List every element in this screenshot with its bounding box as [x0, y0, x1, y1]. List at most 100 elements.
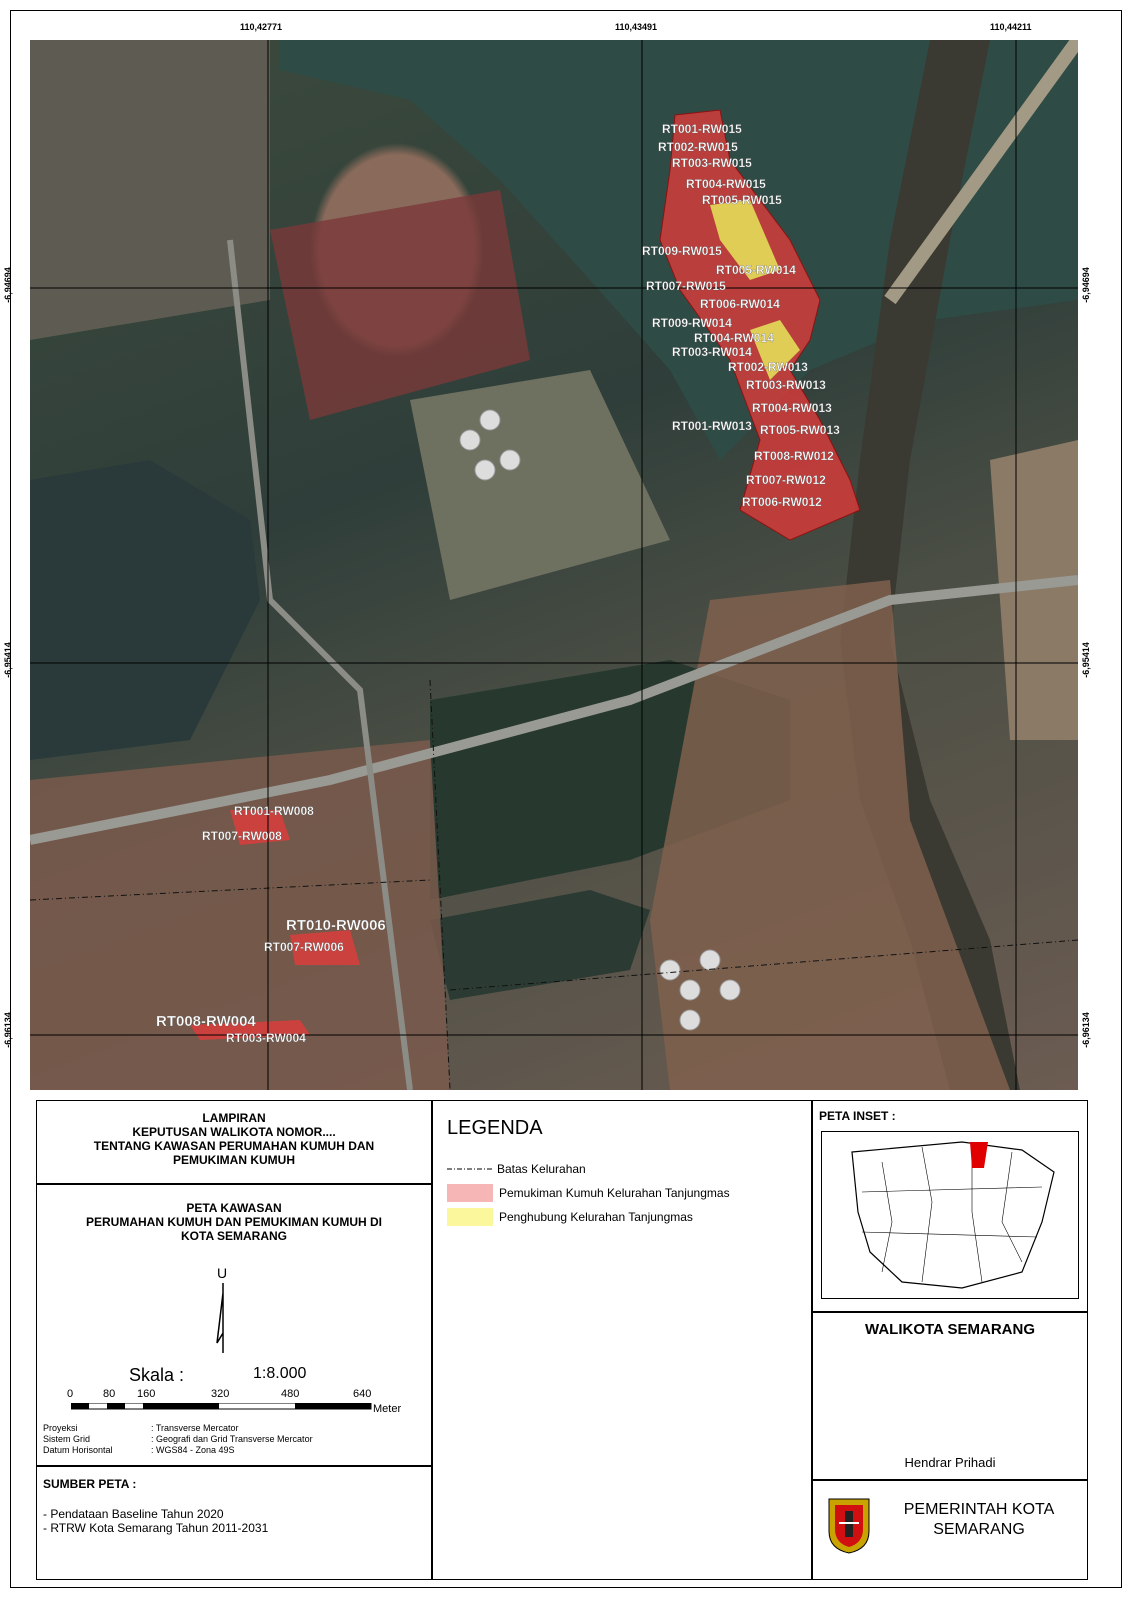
map-title-line: PETA KAWASAN	[186, 1201, 282, 1215]
scale-tick: 480	[281, 1388, 300, 1400]
map-canvas: RT001-RW015 RT002-RW015 RT003-RW015 RT00…	[30, 40, 1078, 1090]
scale-label: Skala :	[129, 1365, 185, 1385]
coord-right-3: -6,96134	[1080, 1012, 1091, 1048]
map-label: RT008-RW012	[754, 449, 834, 463]
scale-ticks: 0 80 160 320 480 640	[67, 1388, 417, 1402]
map-label: RT003-RW014	[672, 345, 752, 359]
legend-title: LEGENDA	[447, 1117, 543, 1139]
map-label: RT001-RW008	[234, 804, 314, 818]
satellite-map[interactable]: RT001-RW015 RT002-RW015 RT003-RW015 RT00…	[30, 40, 1078, 1090]
walikota-box: WALIKOTA SEMARANG Hendrar Prihadi	[812, 1312, 1088, 1480]
map-sheet-frame	[10, 10, 1122, 1588]
main-road	[227, 239, 413, 1090]
title-box: LAMPIRAN KEPUTUSAN WALIKOTA NOMOR.... TE…	[36, 1100, 432, 1184]
scale-tick: 0	[67, 1388, 74, 1400]
coord-right-1: -6,94694	[1080, 267, 1091, 303]
map-title-line: KOTA SEMARANG	[181, 1229, 287, 1243]
scale-tick: 160	[137, 1388, 156, 1400]
inset-map-frame	[821, 1131, 1079, 1299]
urban-far-east	[990, 440, 1078, 740]
slum-area-rw006[interactable]	[290, 930, 360, 965]
government-line: SEMARANG	[933, 1521, 1025, 1538]
coordinate-grid	[30, 40, 1078, 1090]
connector-area-2[interactable]	[750, 320, 800, 380]
projection-key: Datum Horisontal	[43, 1445, 113, 1455]
map-label: RT006-RW012	[742, 495, 822, 509]
title-line: PEMUKIMAN KUMUH	[173, 1153, 295, 1167]
coord-top-3: 110,44211	[990, 22, 1032, 32]
map-label: RT008-RW004	[156, 1013, 256, 1030]
map-label: RT003-RW015	[672, 156, 752, 170]
connector-area-1[interactable]	[710, 200, 780, 280]
legend-item: Penghubung Kelurahan Tanjungmas	[447, 1205, 807, 1229]
boundary-line-icon	[447, 1168, 493, 1170]
map-label: RT007-RW012	[746, 473, 826, 487]
projection-value: : WGS84 - Zona 49S	[151, 1445, 235, 1455]
north-arrow-label: U	[217, 1265, 228, 1281]
north-arrow-icon	[216, 1283, 224, 1353]
scale-value: 1:8.000	[253, 1365, 307, 1382]
map-label: RT004-RW013	[752, 401, 832, 415]
coord-left-2: -6,95414	[2, 642, 13, 678]
scale-tick: 640	[353, 1388, 372, 1400]
walikota-title: WALIKOTA SEMARANG	[865, 1321, 1035, 1338]
legend-item: Pemukiman Kumuh Kelurahan Tanjungmas	[447, 1181, 807, 1205]
scale-tick: 80	[103, 1388, 116, 1400]
industrial-plant	[410, 370, 670, 600]
slum-area-rw008[interactable]	[230, 810, 290, 845]
legend-box: LEGENDA Batas Kelurahan Pemukiman Kumuh …	[432, 1100, 812, 1580]
coord-top-1: 110,42771	[240, 22, 283, 32]
scale-bar	[71, 1403, 372, 1410]
inset-map	[851, 1141, 1055, 1289]
map-label: RT006-RW014	[700, 297, 780, 311]
projection-value: : Geografi dan Grid Transverse Mercator	[151, 1434, 313, 1444]
embankment	[884, 40, 1078, 305]
connector-swatch-icon	[447, 1208, 493, 1226]
legend-list: Batas Kelurahan Pemukiman Kumuh Keluraha…	[447, 1157, 807, 1229]
coord-left-3: -6,96134	[2, 1012, 13, 1048]
projection-value: : Transverse Mercator	[151, 1423, 239, 1433]
projection-key: Sistem Grid	[43, 1434, 91, 1444]
projection-info: Proyeksi : Transverse Mercator Sistem Gri…	[43, 1423, 313, 1456]
sumber-item: - RTRW Kota Semarang Tahun 2011-2031	[43, 1521, 269, 1535]
map-label: RT001-RW013	[672, 419, 752, 433]
inset-box: PETA INSET :	[812, 1100, 1088, 1312]
coord-right-2: -6,95414	[1080, 642, 1091, 678]
map-label: RT005-RW013	[760, 423, 840, 437]
map-label: RT003-RW004	[226, 1031, 306, 1045]
title-line: TENTANG KAWASAN PERUMAHAN KUMUH DAN	[93, 1139, 375, 1153]
walikota-name: Hendrar Prihadi	[904, 1455, 996, 1470]
sumber-title: SUMBER PETA :	[43, 1477, 137, 1491]
legend-label: Pemukiman Kumuh Kelurahan Tanjungmas	[499, 1186, 730, 1200]
title-line: KEPUTUSAN WALIKOTA NOMOR....	[132, 1125, 336, 1139]
rt-rw-labels: RT001-RW015 RT002-RW015 RT003-RW015 RT00…	[156, 122, 840, 1045]
coord-left-1: -6,94694	[2, 267, 13, 303]
projection-key: Proyeksi	[43, 1423, 78, 1433]
pond-area-2	[430, 890, 650, 1000]
port-yard	[30, 40, 270, 340]
legend-label: Penghubung Kelurahan Tanjungmas	[499, 1210, 693, 1224]
map-label: RT007-RW006	[264, 940, 344, 954]
inset-title: PETA INSET :	[819, 1109, 896, 1123]
slum-area-tanjungmas[interactable]	[659, 109, 861, 541]
storage-tanks	[459, 409, 741, 1031]
map-label: RT007-RW008	[202, 829, 282, 843]
map-label: RT002-RW013	[728, 360, 808, 374]
urban-west	[30, 740, 450, 1090]
map-label: RT010-RW006	[286, 917, 386, 934]
map-info-box: PETA KAWASAN PERUMAHAN KUMUH DAN PEMUKIM…	[36, 1184, 432, 1466]
map-label: RT003-RW013	[746, 378, 826, 392]
map-label: RT004-RW015	[686, 177, 766, 191]
map-label: RT004-RW014	[694, 331, 774, 345]
map-label: RT005-RW014	[716, 263, 796, 277]
map-label: RT001-RW015	[662, 122, 742, 136]
government-line: PEMERINTAH KOTA	[903, 1501, 1055, 1518]
semarang-emblem-icon	[828, 1498, 870, 1554]
harbor-water	[30, 460, 260, 760]
toll-road	[30, 575, 1078, 845]
industrial-roofs	[270, 190, 530, 420]
scale-unit: Meter	[373, 1403, 402, 1415]
legend-item: Batas Kelurahan	[447, 1157, 807, 1181]
map-label: RT009-RW014	[652, 316, 732, 330]
sumber-item: - Pendataan Baseline Tahun 2020	[43, 1507, 224, 1521]
